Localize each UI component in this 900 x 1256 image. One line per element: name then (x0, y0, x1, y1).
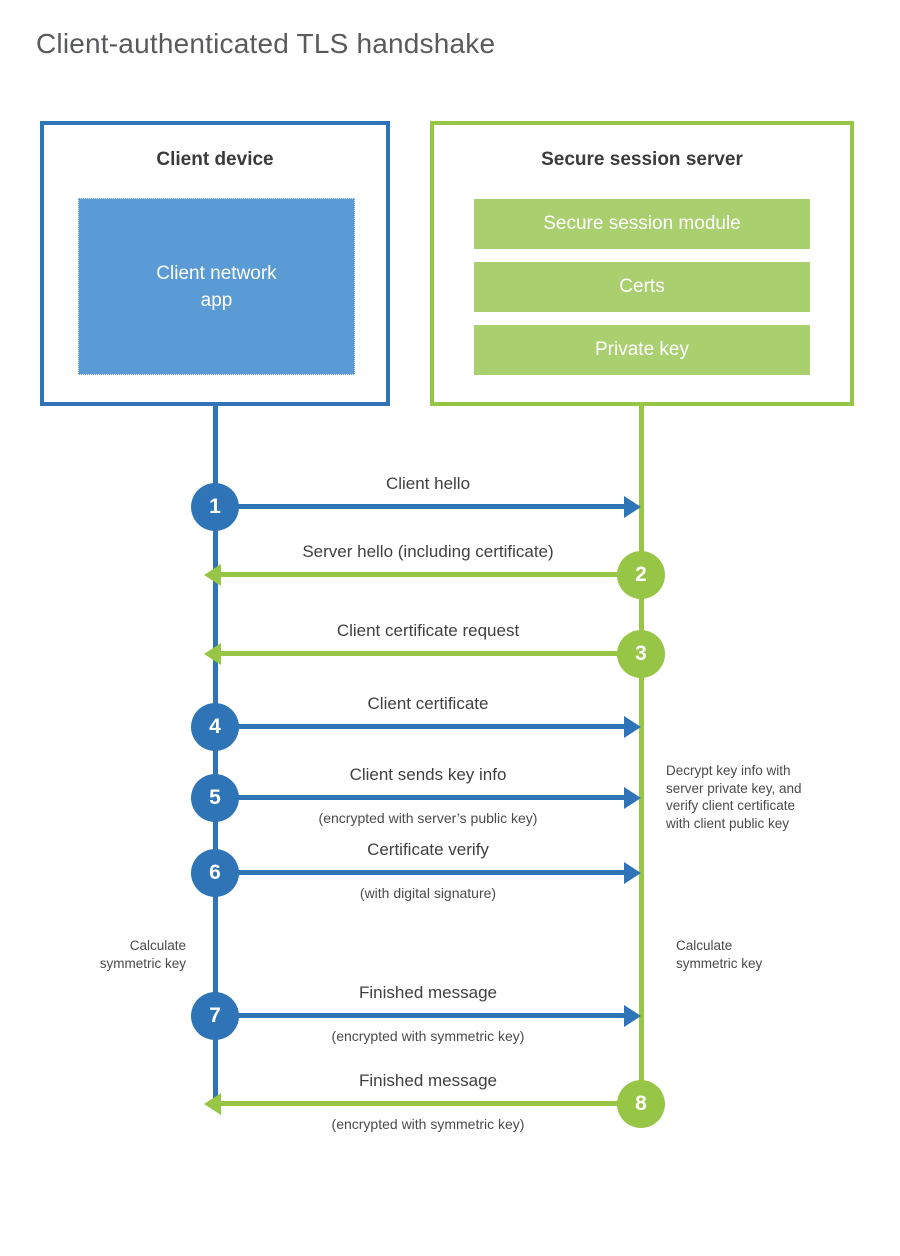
arrowhead-left-icon (204, 1093, 221, 1115)
client-network-app-label: Client network app (156, 262, 277, 311)
step-number: 4 (209, 715, 221, 738)
step-7-sublabel: (encrypted with symmetric key) (331, 1028, 525, 1044)
arrowhead-right-icon (624, 787, 641, 809)
step-8-label: Finished message (359, 1071, 497, 1090)
step-5-label: Client sends key info (349, 765, 507, 784)
step-7-label: Finished message (359, 983, 497, 1002)
step-number: 1 (209, 495, 221, 518)
decrypt-key-info-note: Decrypt key info with server private key… (666, 763, 802, 831)
arrowhead-right-icon (624, 1005, 641, 1027)
step-5-arrow-line (215, 795, 628, 800)
step-number: 6 (209, 861, 221, 884)
step-6-sublabel: (with digital signature) (359, 885, 497, 901)
step-8-arrow-line (220, 1101, 641, 1106)
server-lifeline (639, 404, 644, 1104)
step-1-arrow-line (215, 504, 628, 509)
step-5-sublabel: (encrypted with server’s public key) (318, 810, 538, 826)
step-2-arrow-line (220, 572, 641, 577)
step-6-arrow-line (215, 870, 628, 875)
step-8-circle: 8 (617, 1080, 665, 1128)
step-number: 2 (635, 563, 647, 586)
calculate-symmetric-key-server-note: Calculate symmetric key (676, 938, 763, 971)
step-6-circle: 6 (191, 849, 239, 897)
step-number: 8 (635, 1092, 647, 1115)
arrowhead-right-icon (624, 862, 641, 884)
arrowhead-right-icon (624, 496, 641, 518)
client-device-title: Client device (156, 149, 274, 170)
step-number: 7 (209, 1004, 221, 1027)
step-2-circle: 2 (617, 551, 665, 599)
secure-session-server-title: Secure session server (541, 149, 743, 170)
step-4-circle: 4 (191, 703, 239, 751)
step-5-circle: 5 (191, 774, 239, 822)
step-number: 3 (635, 642, 647, 665)
client-network-app-box: Client network app (78, 198, 355, 375)
step-6-label: Certificate verify (367, 840, 489, 859)
step-7-circle: 7 (191, 992, 239, 1040)
secure-session-server-box: Secure session server Secure session mod… (430, 121, 854, 406)
step-2-label: Server hello (including certificate) (302, 542, 554, 561)
step-3-label: Client certificate request (336, 621, 520, 640)
step-1-label: Client hello (385, 474, 471, 493)
page-title: Client-authenticated TLS handshake (36, 28, 496, 59)
calculate-symmetric-key-client-note: Calculate symmetric key (99, 938, 186, 971)
step-4-arrow-line (215, 724, 628, 729)
server-module-bar: Private key (474, 325, 810, 375)
arrowhead-left-icon (204, 564, 221, 586)
step-3-circle: 3 (617, 630, 665, 678)
step-number: 5 (209, 786, 221, 809)
step-8-sublabel: (encrypted with symmetric key) (331, 1116, 525, 1132)
arrowhead-right-icon (624, 716, 641, 738)
step-7-arrow-line (215, 1013, 628, 1018)
step-3-arrow-line (220, 651, 641, 656)
step-4-label: Client certificate (367, 694, 489, 713)
client-lifeline (213, 404, 218, 1108)
step-1-circle: 1 (191, 483, 239, 531)
server-module-bar: Certs (474, 262, 810, 312)
server-module-bar: Secure session module (474, 199, 810, 249)
client-device-box: Client device Client network app (40, 121, 390, 406)
arrowhead-left-icon (204, 643, 221, 665)
